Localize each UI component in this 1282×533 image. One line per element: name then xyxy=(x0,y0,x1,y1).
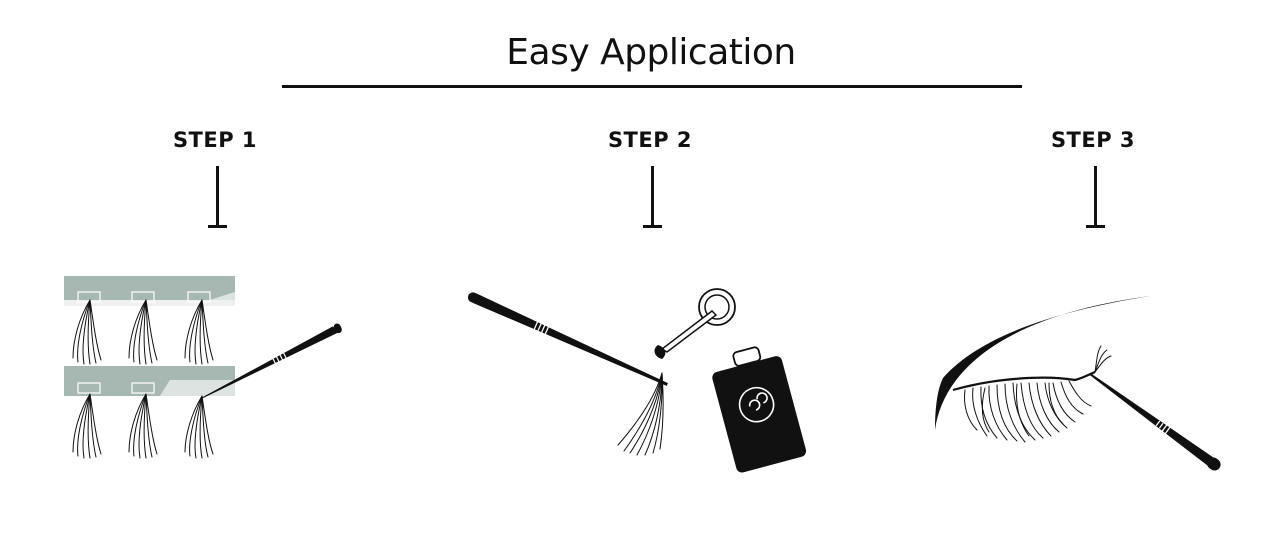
page-title: Easy Application xyxy=(506,32,796,73)
bond-glue-bottle-and-tweezers-icon xyxy=(467,288,807,473)
step-3-label: STEP 3 xyxy=(1050,128,1136,152)
step-2-label: STEP 2 xyxy=(607,128,693,152)
step-2-connector xyxy=(651,166,654,226)
step-3-connector xyxy=(1094,166,1097,226)
title-divider xyxy=(282,85,1022,88)
lash-tray-with-tweezers-icon xyxy=(64,276,342,459)
step-3-connector-foot xyxy=(1086,225,1105,228)
eye-lash-application-icon xyxy=(935,296,1221,471)
step-1-connector xyxy=(216,166,219,226)
step-1-label: STEP 1 xyxy=(172,128,258,152)
step-1-connector-foot xyxy=(208,225,227,228)
step-2-connector-foot xyxy=(643,225,662,228)
